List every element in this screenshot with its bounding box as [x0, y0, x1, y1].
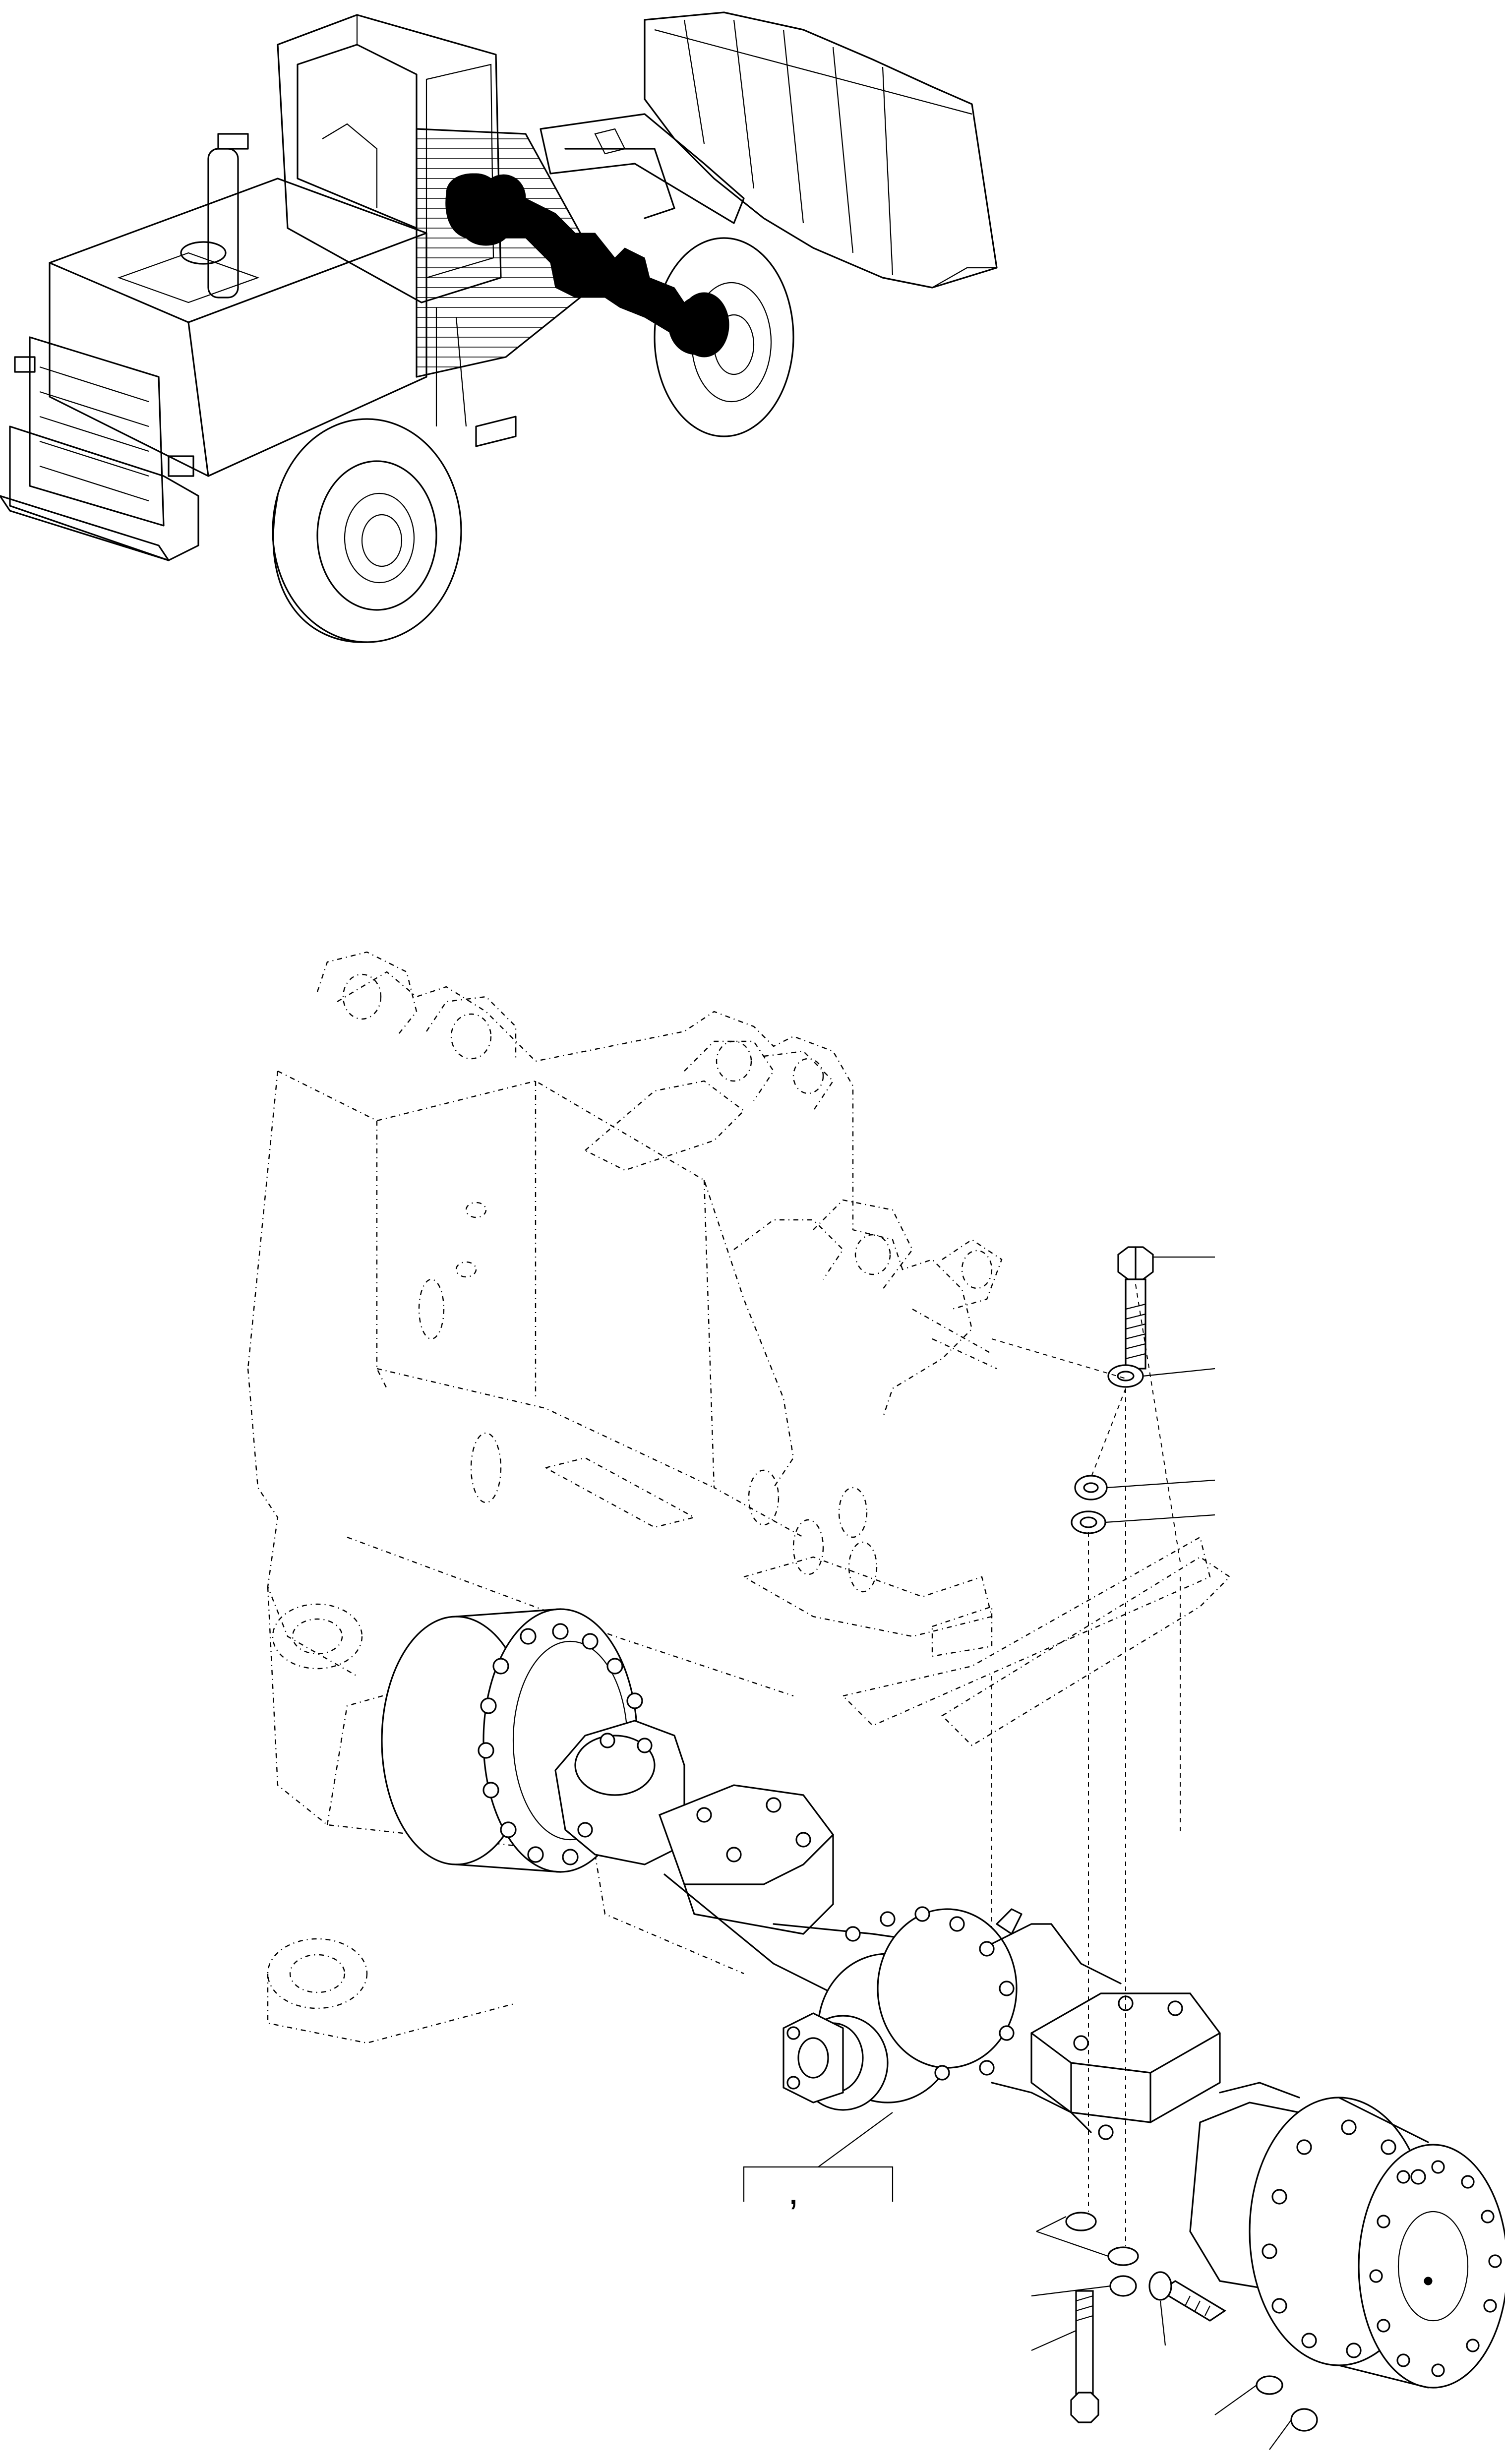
left-tire — [272, 418, 462, 643]
right-wheel-hub — [1249, 2097, 1505, 2389]
engine-hood — [49, 133, 427, 477]
lower-washer-b — [1107, 2246, 1139, 2266]
fasteners-upper — [1071, 1246, 1154, 1534]
wheel-loader-overview — [0, 11, 998, 643]
lower-washer-a — [1065, 2212, 1097, 2231]
lift-arm — [540, 113, 745, 224]
lower-right-nut — [1290, 2408, 1318, 2432]
alignment-lines — [991, 1284, 1181, 2246]
access-step — [475, 416, 517, 447]
upper-washer — [1107, 1364, 1144, 1388]
lower-nut — [1109, 2275, 1137, 2297]
callout-label: , — [788, 2168, 799, 2213]
lower-right-washer — [1256, 2375, 1283, 2395]
upper-nut — [1074, 1475, 1108, 1501]
upper-bolt — [1117, 1246, 1154, 1370]
front-grille — [0, 336, 199, 561]
right-tire — [654, 237, 794, 437]
loader-bucket — [644, 11, 998, 289]
axle-assembly — [381, 1608, 1505, 2389]
lift-cylinder — [564, 148, 675, 219]
upper-spacer-washer — [1071, 1510, 1106, 1534]
front-frame-dashed — [247, 951, 1231, 2044]
leader-lines — [743, 1256, 1292, 2450]
differential-housing — [783, 1906, 1023, 2111]
highlighted-front-axle — [445, 173, 729, 358]
lower-bolt-angled — [1148, 2271, 1226, 2322]
lower-bolt-vertical — [1070, 2290, 1099, 2423]
fasteners-lower — [1065, 2212, 1318, 2432]
